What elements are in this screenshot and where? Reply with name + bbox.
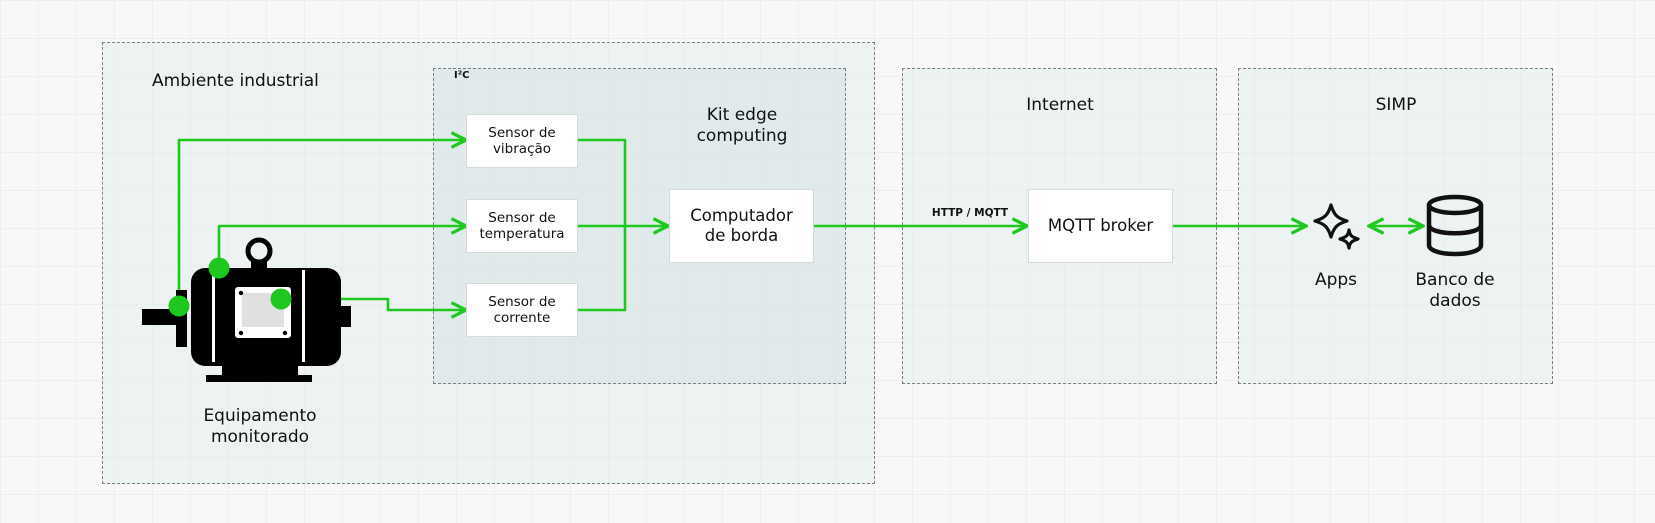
internet-zone-title: Internet: [1026, 95, 1094, 115]
sensor-current-box: Sensor de corrente: [466, 283, 578, 337]
apps-label: Apps: [1314, 270, 1358, 290]
sensor-vibration-label: Sensor de vibração: [488, 125, 556, 157]
i2c-label: I²C: [454, 70, 470, 81]
sensor-current-label: Sensor de corrente: [488, 294, 556, 326]
sensor-temperature-label: Sensor de temperatura: [479, 210, 565, 242]
database-label: Banco de dados: [1415, 270, 1495, 311]
edge-computer-label: Computador de borda: [690, 206, 793, 245]
sensor-vibration-box: Sensor de vibração: [466, 114, 578, 168]
wire-vibration: [177, 140, 466, 306]
sensor-temperature-box: Sensor de temperatura: [466, 199, 578, 253]
sparkle-icon: [1313, 203, 1360, 250]
industrial-zone-title: Ambiente industrial: [152, 71, 319, 91]
motor-icon: [142, 237, 351, 382]
sensor-attachment-points: [168, 257, 292, 317]
simp-zone-title: SIMP: [1375, 95, 1417, 115]
kit-zone-title: Kit edge computing: [696, 105, 788, 146]
equipment-label: Equipamento monitorado: [203, 406, 317, 447]
database-icon: [1426, 194, 1484, 257]
mqtt-broker-label: MQTT broker: [1047, 216, 1154, 235]
mqtt-broker-box: MQTT broker: [1028, 189, 1173, 263]
edge-computer-box: Computador de borda: [669, 189, 814, 263]
protocol-label: HTTP / MQTT: [931, 207, 1009, 219]
wire-temperature: [217, 226, 466, 268]
